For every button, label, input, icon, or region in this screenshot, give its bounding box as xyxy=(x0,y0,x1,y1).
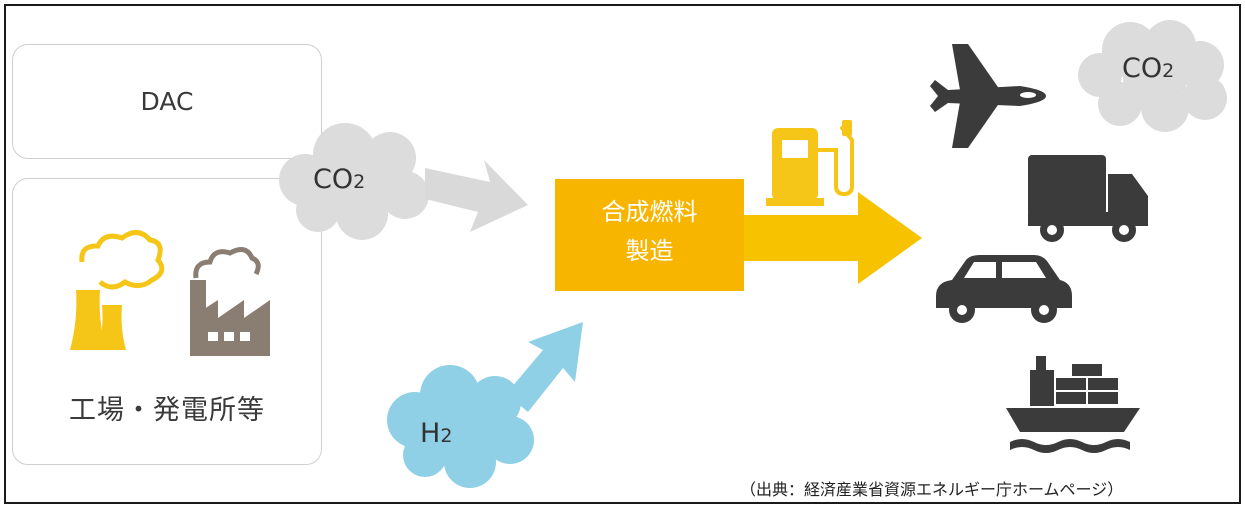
co2-source-label: CO2 xyxy=(313,164,366,195)
synthetic-fuel-label-line2: 製造 xyxy=(625,237,674,265)
ship-icon xyxy=(1006,356,1140,453)
synthetic-fuel-box xyxy=(555,179,744,291)
synthetic-fuel-label-line1: 合成燃料 xyxy=(601,198,698,226)
car-icon xyxy=(936,255,1072,323)
co2-emission-cloud xyxy=(1078,20,1227,132)
airplane-icon xyxy=(930,44,1046,148)
co2-emission-label: CO2 xyxy=(1122,53,1175,84)
fuel-arrow xyxy=(744,192,922,284)
truck-icon xyxy=(1028,155,1148,242)
source-note: （出典：経済産業省資源エネルギー庁ホームページ） xyxy=(740,480,1124,499)
dac-label: DAC xyxy=(140,87,194,116)
synthetic-fuel-label: 合成燃料 製造 xyxy=(555,193,744,271)
power-plant-icon xyxy=(70,230,165,350)
factory-label: 工場・発電所等 xyxy=(69,395,265,426)
h2-label: H2 xyxy=(420,418,453,449)
h2-arrow xyxy=(506,322,583,412)
co2-source-cloud xyxy=(279,123,429,240)
factory-icon xyxy=(190,246,270,356)
dac-box xyxy=(12,44,322,159)
co2-arrow xyxy=(425,160,528,232)
factory-box xyxy=(12,178,322,465)
h2-cloud xyxy=(387,365,534,488)
fuel-pump-icon xyxy=(766,120,854,206)
